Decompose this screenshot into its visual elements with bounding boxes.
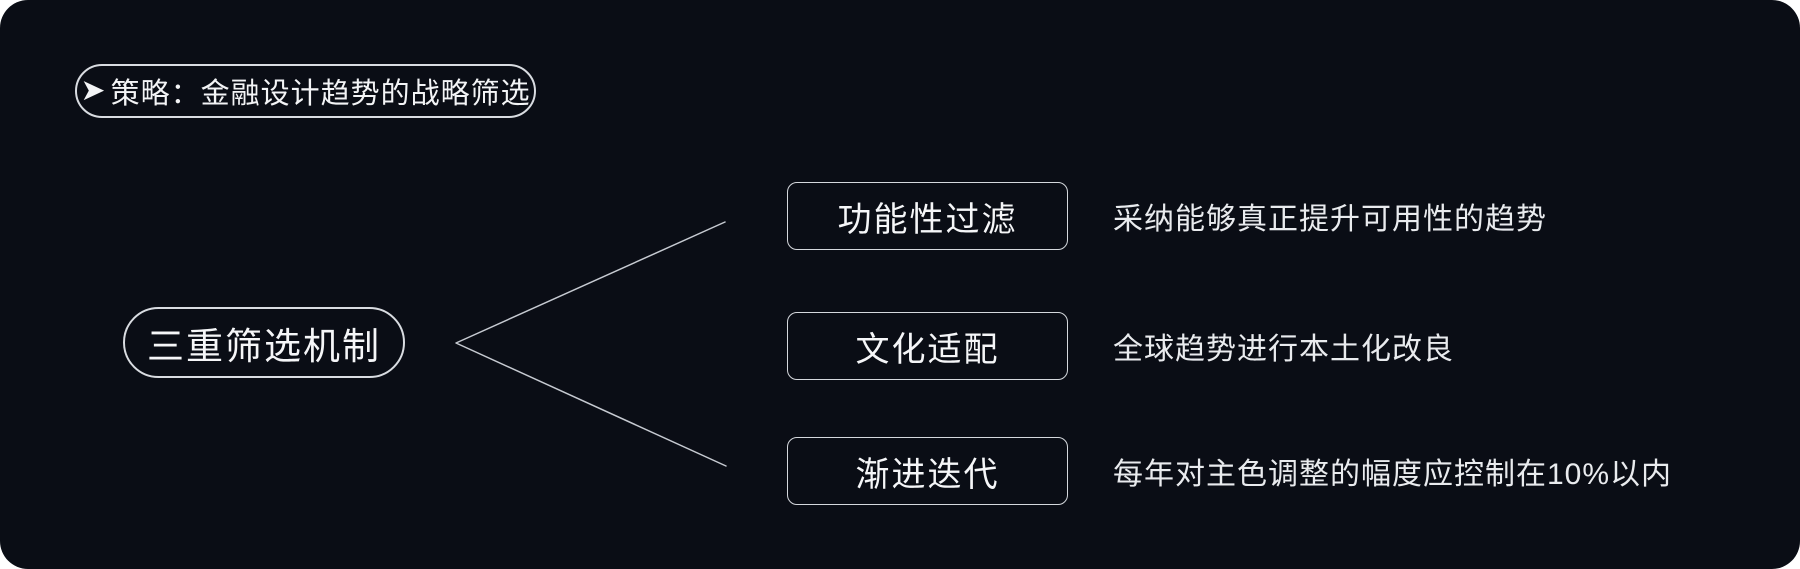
- strategy-badge: ➤ 策略：金融设计趋势的战略筛选: [75, 64, 536, 118]
- arrowhead-icon: ➤: [80, 74, 107, 107]
- root-node-label: 三重筛选机制: [147, 325, 381, 367]
- branch-node-label: 渐进迭代: [855, 455, 1000, 494]
- root-node: 三重筛选机制: [123, 307, 405, 378]
- branch-node-functional-filter: 功能性过滤: [787, 182, 1068, 250]
- branch-description: 采纳能够真正提升可用性的趋势: [1113, 203, 1547, 236]
- branch-node-label: 功能性过滤: [837, 200, 1018, 239]
- strategy-badge-label: 策略：金融设计趋势的战略筛选: [110, 78, 531, 110]
- branch-node-cultural-adaptation: 文化适配: [787, 312, 1068, 380]
- branch-node-progressive-iteration: 渐进迭代: [787, 437, 1068, 505]
- branch-fork-line: [455, 221, 727, 467]
- branch-node-label: 文化适配: [855, 330, 1000, 369]
- branch-description: 每年对主色调整的幅度应控制在10%以内: [1113, 458, 1673, 491]
- branch-description: 全球趋势进行本土化改良: [1113, 333, 1454, 366]
